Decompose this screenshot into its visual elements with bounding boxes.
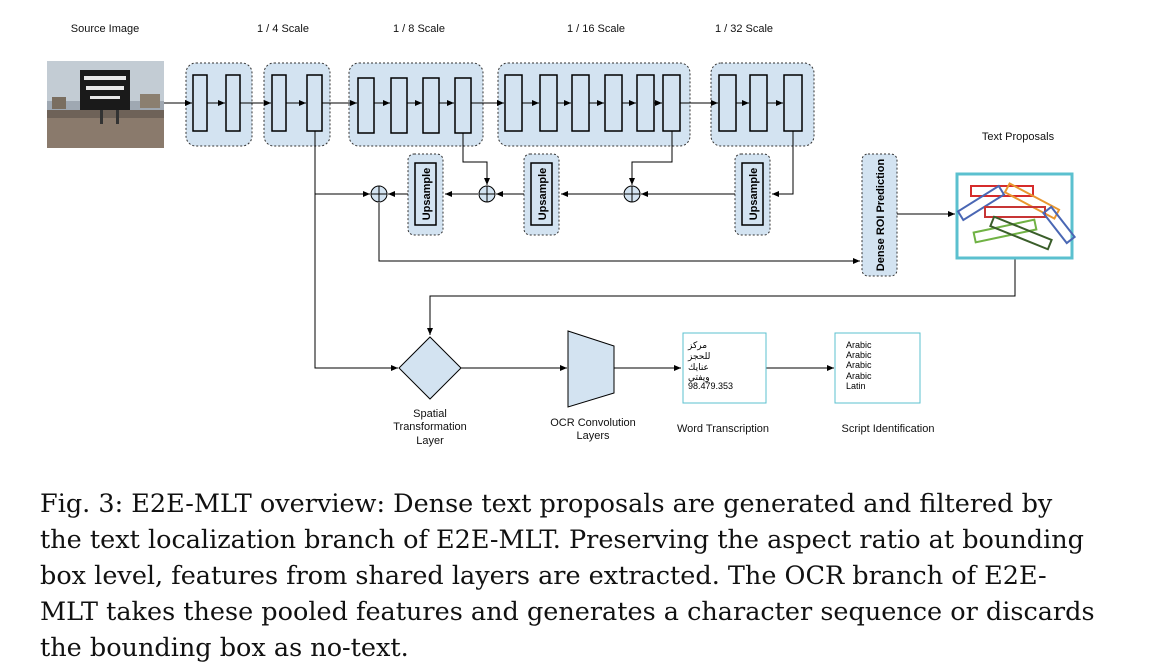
- text-proposals-image: [955, 172, 1077, 260]
- upsample-label-3: Upsample: [748, 168, 760, 221]
- upsample-block-2: Upsample: [523, 153, 560, 236]
- dense-roi-prediction-block: Dense ROI Prediction: [861, 153, 898, 277]
- ocr-label-line-1: OCR Convolution: [550, 417, 636, 429]
- transcription-4: ويفتي: [688, 373, 710, 383]
- scale-8-label: 1 / 8 Scale: [393, 23, 445, 35]
- word-transcription-box: مركز للحجز عنايك ويفتي 98.479.353 Word T…: [677, 332, 769, 435]
- script-identification-label: Script Identification: [842, 423, 935, 435]
- script-4: Arabic: [846, 371, 872, 381]
- text-proposals-label: Text Proposals: [982, 131, 1055, 143]
- scale-4-label: 1 / 4 Scale: [257, 23, 309, 35]
- stl-label-line-1: Spatial: [413, 408, 447, 420]
- transcription-2: للحجز: [687, 352, 710, 362]
- source-image: [47, 61, 164, 148]
- source-image-label: Source Image: [71, 23, 139, 35]
- script-1: Arabic: [846, 340, 872, 350]
- transcription-1: مركز: [687, 341, 707, 351]
- transcription-3: عنايك: [688, 363, 709, 373]
- upsample-block-1: Upsample: [407, 153, 444, 236]
- upsample-label-2: Upsample: [537, 168, 549, 221]
- spatial-transformation-layer: Spatial Transformation Layer: [393, 336, 467, 447]
- stage-1-16-scale-block: [497, 62, 691, 147]
- upsample-label-1: Upsample: [421, 168, 433, 221]
- figure-caption: Fig. 3: E2E-MLT overview: Dense text pro…: [40, 489, 1095, 663]
- script-3: Arabic: [846, 360, 872, 370]
- sum-node-3: [623, 185, 641, 203]
- fpn-connectors: [314, 131, 1016, 371]
- transcription-5: 98.479.353: [688, 381, 733, 391]
- stl-label-line-3: Layer: [416, 435, 444, 447]
- sum-node-2: [478, 185, 496, 203]
- stl-label-line-2: Transformation: [393, 421, 467, 433]
- ocr-label-line-2: Layers: [576, 430, 610, 442]
- e2e-mlt-architecture-diagram: Source Image 1 / 4 Scale 1 / 8 Scale 1 /…: [47, 23, 1077, 447]
- sum-node-1: [370, 185, 388, 203]
- ocr-convolution-layers: OCR Convolution Layers: [550, 330, 636, 442]
- scale-32-label: 1 / 32 Scale: [715, 23, 773, 35]
- script-5: Latin: [846, 381, 866, 391]
- upsample-block-3: Upsample: [734, 153, 771, 236]
- dense-roi-label: Dense ROI Prediction: [875, 158, 887, 271]
- script-identification-box: Arabic Arabic Arabic Arabic Latin Script…: [834, 332, 935, 435]
- script-2: Arabic: [846, 350, 872, 360]
- word-transcription-label: Word Transcription: [677, 423, 769, 435]
- scale-16-label: 1 / 16 Scale: [567, 23, 625, 35]
